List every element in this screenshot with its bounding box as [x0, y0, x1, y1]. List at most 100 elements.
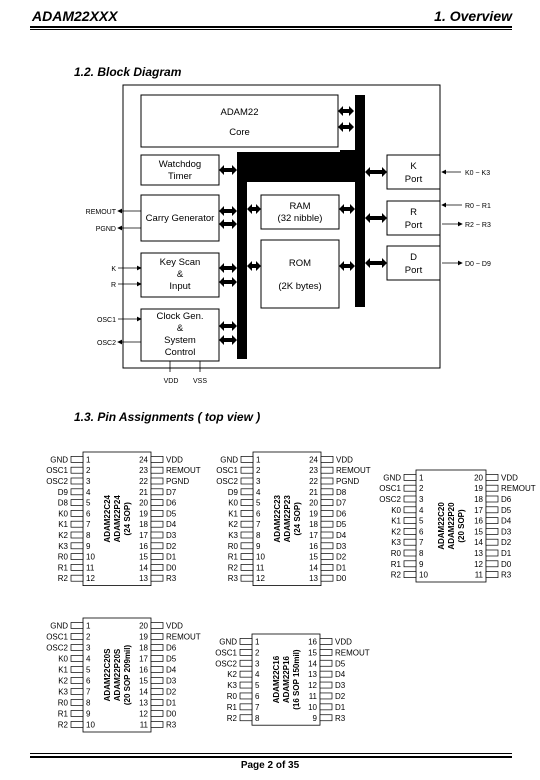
pin-label: K3 — [391, 538, 401, 547]
package-label: ADAM22P16 — [282, 655, 291, 703]
keyscan-label: & — [177, 269, 184, 280]
pin-label: R1 — [58, 563, 69, 572]
pin-pad — [240, 553, 254, 560]
clock-label: & — [177, 323, 184, 334]
pin-pad — [70, 477, 84, 485]
pin-pad — [240, 564, 254, 571]
pin-pad — [150, 666, 164, 673]
pin-label: D1 — [166, 553, 177, 562]
pin-pad — [320, 477, 334, 485]
bus-arrow — [365, 258, 387, 268]
pin-number: 21 — [139, 488, 148, 497]
pin-assignments-title: 1.3. Pin Assignments ( top view ) — [74, 410, 261, 424]
pin-number: 10 — [86, 553, 95, 562]
pin-pad — [150, 499, 164, 506]
pin-label: REMOUT — [166, 466, 201, 475]
package-label: ADAM22C24 — [103, 494, 112, 542]
pin-label: D7 — [336, 499, 347, 508]
pin-number: 10 — [86, 721, 95, 730]
pin-label: K0 — [228, 499, 238, 508]
pin-pad — [320, 499, 334, 506]
pin-number: 5 — [86, 499, 91, 508]
pin-label: R3 — [166, 574, 177, 583]
pin-number: 14 — [139, 688, 148, 697]
pin-number: 1 — [86, 455, 91, 464]
keyscan-label: Key Scan — [160, 257, 201, 268]
pin-label: D7 — [166, 488, 177, 497]
pin-pad — [70, 688, 84, 695]
pin-label: REMOUT — [335, 648, 370, 657]
pin-number: 17 — [474, 506, 483, 515]
pin-number: 1 — [256, 455, 261, 464]
pin-number: 1 — [255, 637, 260, 646]
package-label: (24 SOP) — [293, 502, 302, 536]
pin-label: R3 — [335, 714, 346, 723]
pin-number: 20 — [139, 622, 148, 631]
pin-pad — [70, 721, 84, 728]
pin-number: 16 — [139, 542, 148, 551]
pin-label: GND — [50, 622, 68, 631]
pin-number: 15 — [474, 527, 483, 536]
pin-label: OSC1 — [46, 633, 68, 642]
pin-pad — [239, 714, 253, 722]
pin-number: 7 — [255, 703, 260, 712]
pin-pad — [240, 477, 254, 485]
footer-rule-thin — [30, 753, 512, 754]
pin-pad — [70, 456, 84, 463]
pin-label: D0 — [336, 574, 347, 583]
pin-number: 10 — [419, 571, 428, 580]
pin-number: 18 — [474, 495, 483, 504]
pin-label: D5 — [336, 520, 347, 529]
pin-label: PGND — [166, 477, 189, 486]
bus-arrow — [219, 335, 237, 345]
pin-label: K1 — [391, 517, 401, 526]
pin-number: 3 — [419, 495, 424, 504]
pin-pad — [319, 714, 333, 722]
pin-number: 5 — [255, 681, 260, 690]
ram-label: RAM — [289, 201, 310, 212]
pin-pad — [239, 681, 253, 689]
pin-label: D2 — [166, 542, 177, 551]
pin-pad — [70, 622, 84, 629]
pin-number: 11 — [256, 563, 265, 572]
pin-label: D1 — [336, 563, 347, 572]
pin-label: VDD — [166, 622, 183, 631]
pin-number: 4 — [419, 506, 424, 515]
package-label: (24 SOP) — [123, 502, 132, 536]
package-label: ADAM22C16 — [272, 655, 281, 703]
pin-pad — [150, 488, 164, 496]
pin-label: OSC1 — [215, 648, 237, 657]
pin-pad — [403, 506, 417, 514]
pin-label: R2 — [58, 574, 69, 583]
keyscan-label: Input — [169, 281, 190, 292]
bus-arrow — [219, 165, 237, 175]
pin-label: R0 — [58, 699, 69, 708]
pin-number: 2 — [419, 484, 424, 493]
pin-pad — [70, 553, 84, 560]
pin-pad — [150, 574, 164, 582]
clock-label: Clock Gen. — [157, 311, 204, 322]
pin-label: D3 — [166, 677, 177, 686]
pin-label: R2 — [58, 721, 69, 730]
ic-body — [82, 617, 152, 733]
pin-label: D0 — [166, 563, 177, 572]
bus-arrow — [338, 106, 354, 116]
pin-number: 6 — [256, 509, 261, 518]
pin-pad — [320, 574, 334, 582]
pin-pad — [240, 542, 254, 550]
pin-label: R3 — [228, 574, 239, 583]
package-label: (20 SOP) — [457, 509, 466, 543]
package-label: ADAM22P23 — [283, 495, 292, 543]
pin-number: 20 — [309, 499, 318, 508]
carry-generator-block — [140, 194, 220, 242]
pin-label: D2 — [501, 538, 512, 547]
pin-number: 2 — [255, 648, 260, 657]
pin-number: 12 — [474, 560, 483, 569]
pin-pad — [403, 474, 417, 481]
pin-pad — [319, 659, 333, 667]
pin-label: D2 — [336, 553, 347, 562]
package-label: ADAM22C20 — [437, 502, 446, 550]
pin-pad — [485, 474, 499, 481]
pin-pad — [150, 688, 164, 695]
core-label: ADAM22 — [220, 107, 258, 118]
